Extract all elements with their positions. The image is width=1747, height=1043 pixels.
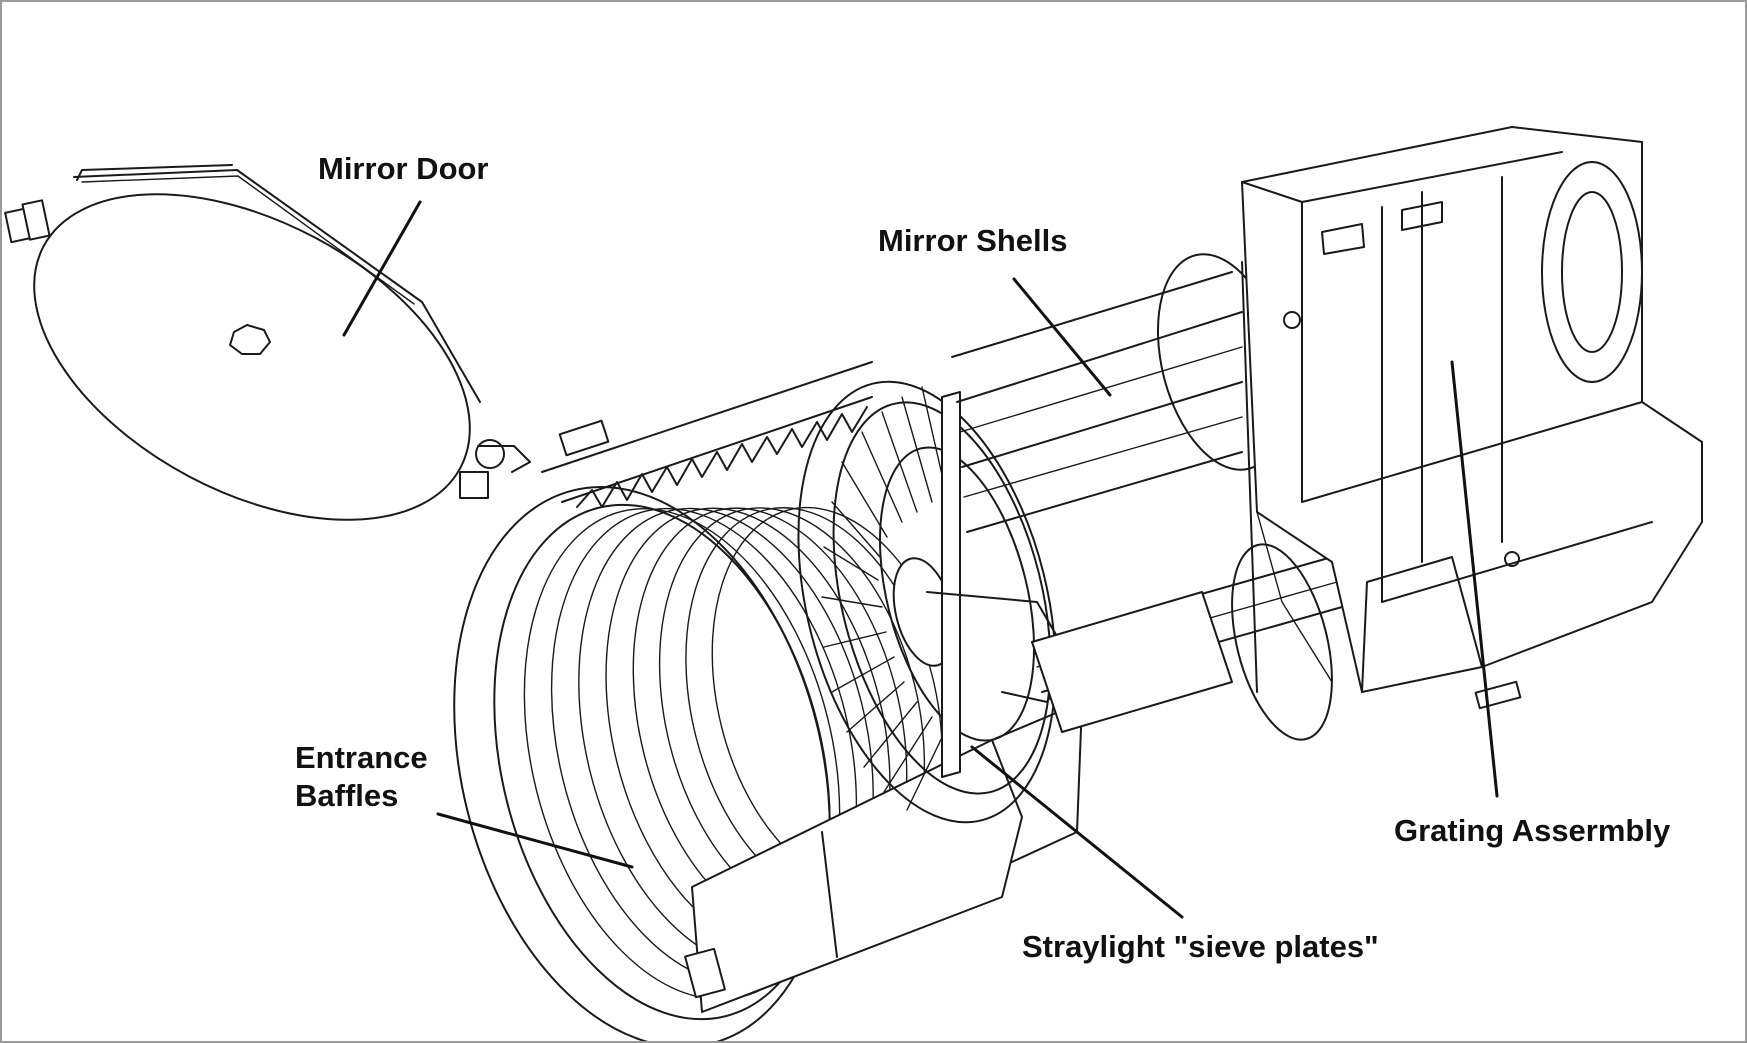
leader-straylight xyxy=(970,745,1184,919)
label-entrance-baffles-line1: Entrance xyxy=(295,740,428,775)
leader-mirror-shells xyxy=(1012,277,1112,397)
entrance-baffle-cylinder xyxy=(453,361,1083,1041)
grating-assembly-housing xyxy=(1241,126,1703,710)
label-entrance-baffles: Entrance Baffles xyxy=(295,739,428,815)
leader-entrance-baffles xyxy=(436,812,634,869)
label-mirror-door: Mirror Door xyxy=(318,151,489,186)
mirror-shells xyxy=(926,253,1343,741)
label-mirror-shells: Mirror Shells xyxy=(878,223,1068,258)
label-straylight-sieve-plates: Straylight "sieve plates" xyxy=(1022,929,1379,964)
label-grating-assembly: Grating Assermbly xyxy=(1394,813,1671,848)
sieve-plates xyxy=(797,380,1057,824)
leader-mirror-door xyxy=(342,200,422,337)
leader-grating-assembly xyxy=(1450,360,1499,798)
mirror-door xyxy=(4,164,531,521)
label-entrance-baffles-line2: Baffles xyxy=(295,777,399,813)
